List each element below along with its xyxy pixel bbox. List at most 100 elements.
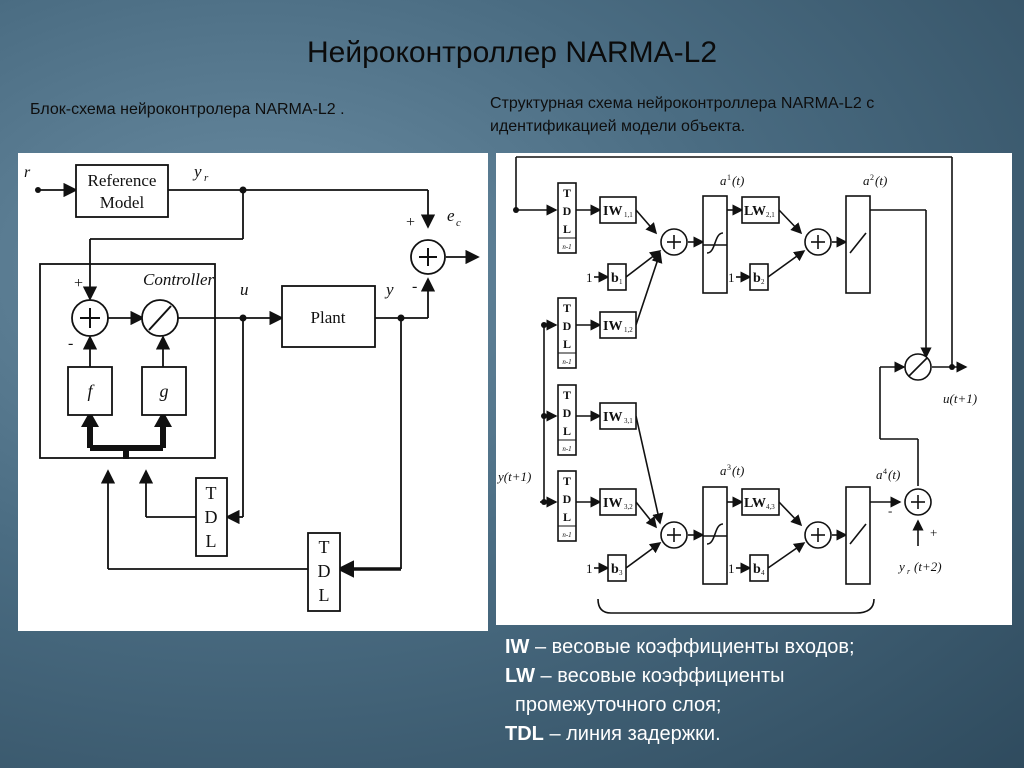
legend-tdl-text: – линия задержки. [543, 723, 721, 745]
label-minus-ctrl: - [68, 335, 73, 352]
b4-sub: 4 [761, 569, 765, 577]
lw21-block [741, 196, 780, 224]
left-diagram-caption: Блок-схема нейроконтролера NARMA-L2 . [30, 101, 345, 118]
iw11-label: IW [603, 204, 622, 219]
label-ec: e [447, 206, 455, 225]
tdl2-n1: n-1 [562, 358, 571, 366]
linear-2-block [845, 195, 871, 294]
label-ec-sub: c [456, 217, 461, 229]
tdl2-t: T [563, 301, 571, 315]
a4-time: (t) [888, 467, 900, 482]
tdl4-d: D [563, 492, 572, 506]
right-caption-line-1: Структурная схема нейроконтроллера NARMA… [490, 95, 875, 112]
slide-title: Нейроконтроллер NARMA-L2 [306, 36, 718, 69]
label-minus-ec: - [412, 278, 417, 295]
tdl-block-1 [557, 182, 577, 254]
block-diagram-panel: r Reference Model y r + e c - + Controll… [18, 153, 488, 631]
legend-tdl-key: TDL [505, 723, 544, 745]
tdl-block-3 [557, 384, 577, 456]
iw11-block [599, 196, 637, 224]
tdl-block-2 [557, 297, 577, 369]
plant-label: Plant [311, 308, 346, 327]
legend-lw: LW – весовые коэффициенты [505, 662, 1005, 691]
structure-diagram: T D L T D L T D L T D L n-1 n-1 n-1 n-1 … [496, 156, 977, 614]
b3-label: b [611, 562, 619, 577]
a2-time: (t) [875, 173, 887, 188]
iw12-sub: 1,2 [624, 326, 633, 334]
structure-diagram-panel: T D L T D L T D L T D L n-1 n-1 n-1 n-1 … [496, 153, 1012, 625]
label-yr-sub: r [907, 567, 911, 576]
a2-label: a [863, 173, 870, 188]
tdl-block-y [307, 532, 341, 612]
a3-sup: 3 [727, 463, 731, 472]
tdl2-l: L [319, 585, 330, 605]
a1-sup: 1 [727, 173, 731, 182]
tdl2-l: L [563, 337, 571, 351]
b1-label: b [611, 271, 619, 286]
legend-iw-key: IW [505, 636, 530, 658]
tdl1-d: D [563, 204, 572, 218]
a4-sup: 4 [883, 467, 887, 476]
legend: IW – весовые коэффициенты входов; LW – в… [505, 633, 1005, 749]
tdl3-d: D [563, 406, 572, 420]
iw31-label: IW [603, 410, 622, 425]
iw12-block [599, 311, 637, 339]
tdl1-t: T [206, 483, 217, 503]
a1-time: (t) [732, 173, 744, 188]
legend-tdl: TDL – линия задержки. [505, 720, 1005, 749]
lw21-label: LW [744, 204, 766, 219]
legend-iw: IW – весовые коэффициенты входов; [505, 633, 1005, 662]
a1-label: a [720, 173, 727, 188]
tdl2-d: D [318, 561, 331, 581]
label-plus-ctrl: + [74, 275, 83, 292]
legend-iw-text: – весовые коэффициенты входов; [529, 636, 855, 658]
label-plus-err: + [930, 525, 937, 540]
label-y-t1: y(t+1) [496, 469, 531, 484]
legend-lw-cont: промежуточного слоя; [515, 694, 722, 716]
block-diagram: r Reference Model y r + e c - + Controll… [24, 162, 480, 612]
label-plus-ec: + [406, 214, 415, 231]
reference-model-block [75, 164, 169, 218]
iw32-sub: 3,2 [624, 503, 633, 511]
label-yr-sub: r [204, 172, 209, 184]
g-block [141, 366, 187, 416]
b3-sub: 3 [619, 569, 623, 577]
tdl-block-4 [557, 470, 577, 542]
right-diagram-caption: Структурная схема нейроконтроллера NARMA… [490, 92, 990, 138]
a4-label: a [876, 467, 883, 482]
bias-input-4: 1 [728, 561, 735, 576]
legend-lw-key: LW [505, 665, 535, 687]
label-yr: y [897, 559, 905, 574]
a2-sup: 2 [870, 173, 874, 182]
iw11-sub: 1,1 [624, 211, 633, 219]
tdl2-d: D [563, 319, 572, 333]
linear-4-block [845, 486, 871, 585]
b2-sub: 2 [761, 278, 765, 286]
lw43-label: LW [744, 496, 766, 511]
legend-lw-text: – весовые коэффициенты [535, 665, 785, 687]
lw43-block [741, 488, 780, 516]
lw43-sub: 4,3 [766, 503, 775, 511]
label-r: r [24, 164, 31, 181]
ref-model-label-1: Reference [88, 171, 157, 190]
tdl1-l: L [206, 531, 217, 551]
a3-label: a [720, 463, 727, 478]
label-y: y [384, 280, 394, 299]
f-block [67, 366, 113, 416]
label-g: g [160, 381, 169, 401]
tdl-block-u [195, 477, 228, 557]
ref-model-label-2: Model [100, 193, 145, 212]
bias-input-3: 1 [586, 561, 593, 576]
bias-input-1: 1 [586, 270, 593, 285]
bias-input-2: 1 [728, 270, 735, 285]
tdl3-t: T [563, 388, 571, 402]
label-u: u [240, 280, 249, 299]
label-controller: Controller [143, 270, 215, 289]
iw32-block [599, 488, 637, 516]
label-minus-err: - [888, 503, 892, 518]
right-caption-line-2: идентификацией модели объекта. [490, 118, 746, 135]
b1-block [607, 263, 627, 291]
tdl4-l: L [563, 510, 571, 524]
b2-block [749, 263, 769, 291]
b3-block [607, 554, 627, 582]
